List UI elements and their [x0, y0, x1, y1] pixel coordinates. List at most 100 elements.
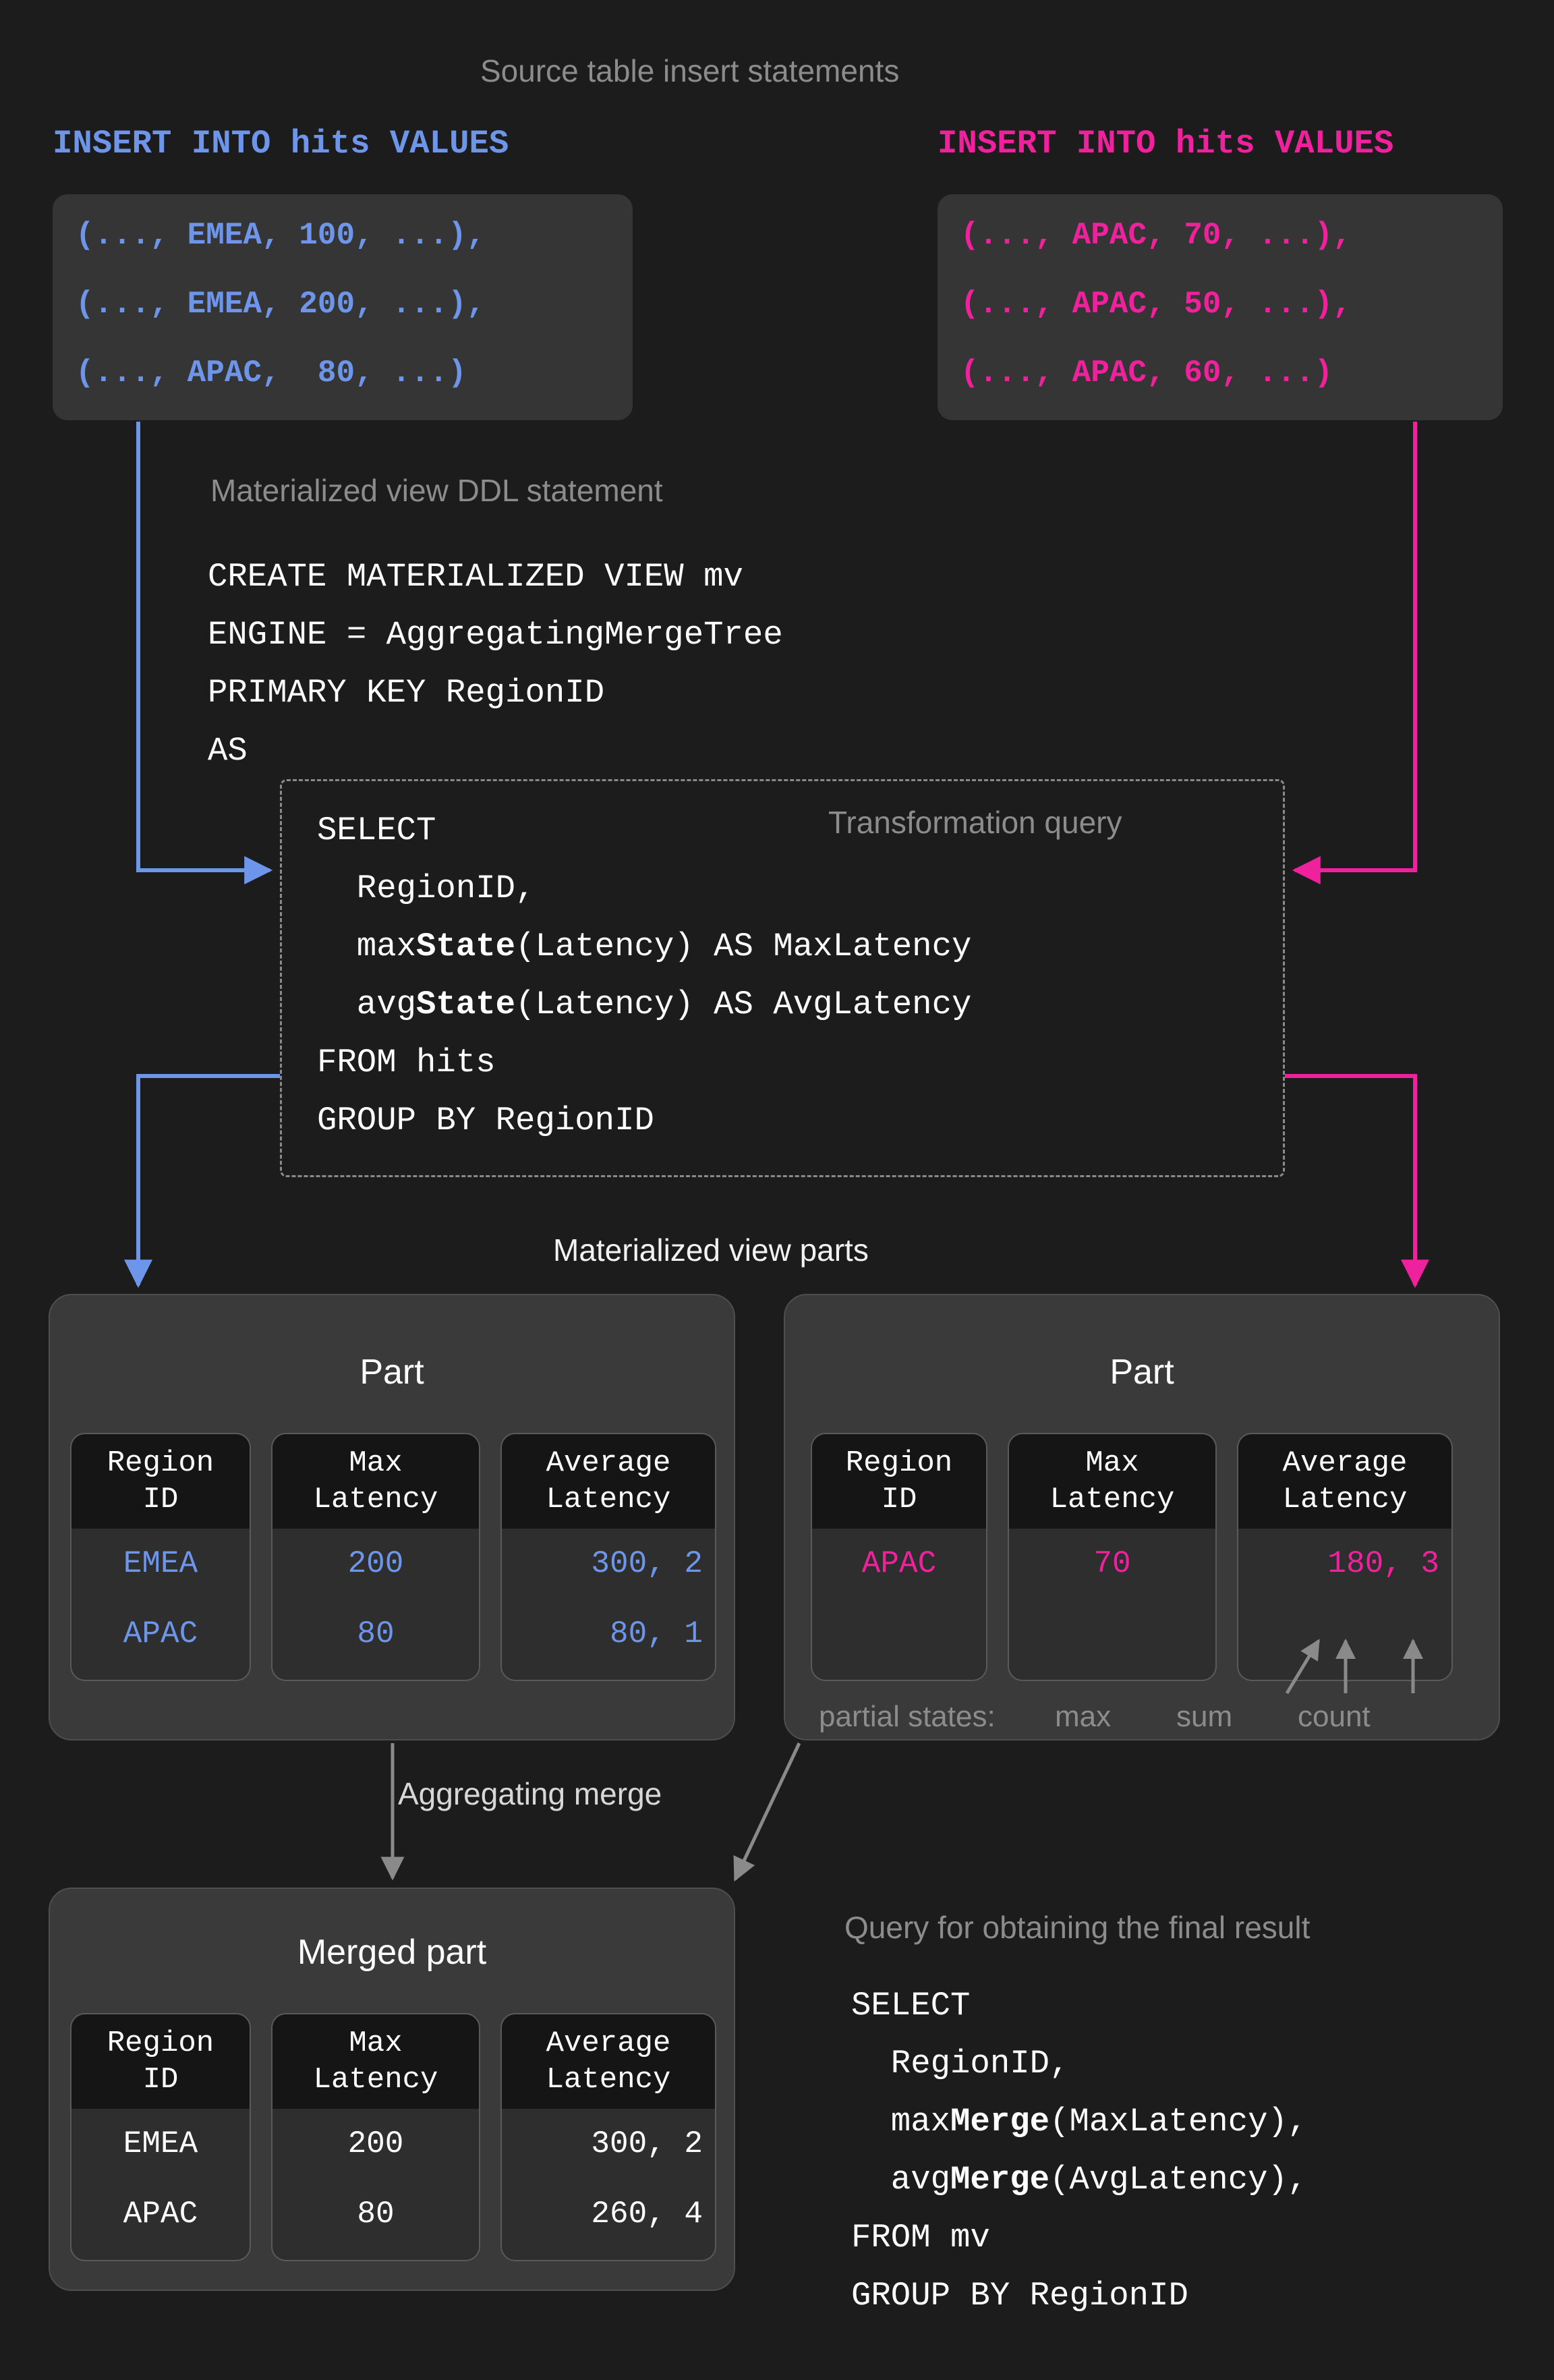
- insert-right-row-1: (..., APAC, 70, ...),: [960, 218, 1352, 253]
- tq-avgstate-prefix: avg: [317, 986, 417, 1023]
- transformation-query-code: SELECT RegionID, maxState(Latency) AS Ma…: [317, 801, 971, 1150]
- fq-maxmerge-suffix: (MaxLatency),: [1049, 2103, 1308, 2141]
- transformation-query-box: [280, 779, 1285, 1177]
- insert-right-statement: INSERT INTO hits VALUES: [938, 125, 1394, 163]
- merged-col-max: Max Latency 200 80: [271, 2013, 480, 2261]
- ddl-line-1: CREATE MATERIALIZED VIEW mv: [208, 558, 743, 596]
- part-right-col-avg-header: Average Latency: [1238, 1434, 1451, 1529]
- merged-col-region: Region ID EMEA APAC: [70, 2013, 251, 2261]
- part-right-col-max-body: 70: [1009, 1529, 1215, 1599]
- part-left-avg-cell-2: 80, 1: [609, 1616, 703, 1651]
- part-left-col-max-header: Max Latency: [272, 1434, 479, 1529]
- tq-line-maxstate: maxState(Latency) AS MaxLatency: [317, 917, 972, 975]
- part-left-col-region: Region ID EMEA APAC: [70, 1433, 251, 1681]
- part-left-col-max-body: 200 80: [272, 1529, 479, 1669]
- arrow-insert-right-to-query: [1292, 422, 1417, 884]
- part-right-col-max: Max Latency 70: [1008, 1433, 1217, 1681]
- tq-maxstate-keyword: State: [416, 928, 516, 965]
- fq-line-avgmerge: avgMerge(AvgLatency),: [851, 2151, 1308, 2209]
- tq-line-regionid: RegionID,: [317, 870, 536, 907]
- merged-part: Merged part Region ID EMEA APAC Max Late…: [49, 1888, 735, 2291]
- part-left-col-avg: Average Latency 300, 2 80, 1: [500, 1433, 716, 1681]
- fq-avgmerge-suffix: (AvgLatency),: [1049, 2161, 1308, 2199]
- arrow-part-right-to-merged: [733, 1742, 801, 1882]
- insert-right-row-2: (..., APAC, 50, ...),: [960, 287, 1352, 322]
- fq-line-groupby: GROUP BY RegionID: [851, 2277, 1188, 2315]
- part-left-col-region-header: Region ID: [71, 1434, 250, 1529]
- mv-parts-heading: Materialized view parts: [553, 1232, 869, 1268]
- partial-states-sum: sum: [1176, 1700, 1233, 1733]
- merged-col-max-header: Max Latency: [272, 2014, 479, 2109]
- merged-col-avg-body: 300, 2 260, 4: [502, 2109, 715, 2249]
- part-right-col-region-header: Region ID: [812, 1434, 986, 1529]
- part-left-col-avg-header: Average Latency: [502, 1434, 715, 1529]
- merged-max-cell-2: 80: [357, 2197, 395, 2232]
- merged-col-region-header: Region ID: [71, 2014, 250, 2109]
- part-left-col-region-body: EMEA APAC: [71, 1529, 250, 1669]
- merged-col-avg-header: Average Latency: [502, 2014, 715, 2109]
- tq-avgstate-keyword: State: [416, 986, 516, 1023]
- part-right-col-region-body: APAC: [812, 1529, 986, 1599]
- part-right-title: Part: [1110, 1353, 1174, 1392]
- part-left-max-cell-1: 200: [347, 1546, 404, 1581]
- partial-states-label: partial states:: [819, 1700, 996, 1733]
- tq-maxstate-suffix: (Latency) AS MaxLatency: [515, 928, 972, 965]
- part-left: Part Region ID EMEA APAC Max Latency 200…: [49, 1294, 735, 1740]
- source-inserts-heading: Source table insert statements: [480, 53, 900, 88]
- fq-line-from: FROM mv: [851, 2219, 990, 2257]
- arrow-query-to-part-right: [1285, 1074, 1429, 1288]
- mv-ddl-code: CREATE MATERIALIZED VIEW mv ENGINE = Agg…: [208, 548, 783, 780]
- merged-avg-cell-1: 300, 2: [591, 2126, 703, 2161]
- merged-col-avg: Average Latency 300, 2 260, 4: [500, 2013, 716, 2261]
- insert-left-row-3: (..., APAC, 80, ...): [76, 356, 467, 391]
- insert-left-statement: INSERT INTO hits VALUES: [53, 125, 509, 163]
- ddl-line-2: ENGINE = AggregatingMergeTree: [208, 616, 783, 654]
- part-left-max-cell-2: 80: [357, 1616, 395, 1651]
- ddl-line-4: AS: [208, 732, 248, 770]
- fq-avgmerge-prefix: avg: [851, 2161, 951, 2199]
- final-query-code: SELECT RegionID, maxMerge(MaxLatency), a…: [851, 1977, 1307, 2325]
- part-right-avg-cell-1: 180, 3: [1327, 1546, 1439, 1581]
- fq-line-maxmerge: maxMerge(MaxLatency),: [851, 2093, 1308, 2151]
- partial-states-count: count: [1298, 1700, 1371, 1733]
- partial-states-max: max: [1055, 1700, 1112, 1733]
- tq-line-from: FROM hits: [317, 1044, 496, 1081]
- part-right-region-cell-1: APAC: [861, 1546, 937, 1581]
- part-right: Part Region ID APAC Max Latency 70 Avera…: [784, 1294, 1500, 1740]
- fq-maxmerge-keyword: Merge: [950, 2103, 1050, 2141]
- merged-avg-cell-2: 260, 4: [591, 2197, 703, 2232]
- merged-col-max-body: 200 80: [272, 2109, 479, 2249]
- insert-left-values-box: (..., EMEA, 100, ...), (..., EMEA, 200, …: [53, 194, 633, 420]
- insert-right-values-box: (..., APAC, 70, ...), (..., APAC, 50, ..…: [938, 194, 1503, 420]
- tq-line-groupby: GROUP BY RegionID: [317, 1102, 654, 1139]
- ddl-line-3: PRIMARY KEY RegionID: [208, 674, 605, 712]
- final-query-heading: Query for obtaining the final result: [844, 1910, 1311, 1945]
- part-right-col-avg: Average Latency 180, 3: [1237, 1433, 1453, 1681]
- aggregating-merge-label: Aggregating merge: [398, 1776, 662, 1811]
- arrow-query-to-part-left: [124, 1074, 280, 1288]
- part-left-title: Part: [359, 1353, 424, 1392]
- mv-ddl-heading: Materialized view DDL statement: [210, 473, 663, 508]
- fq-line-regionid: RegionID,: [851, 2045, 1070, 2082]
- part-left-region-cell-2: APAC: [123, 1616, 198, 1651]
- insert-right-row-3: (..., APAC, 60, ...): [960, 356, 1333, 391]
- fq-avgmerge-keyword: Merge: [950, 2161, 1050, 2199]
- part-right-col-max-header: Max Latency: [1009, 1434, 1215, 1529]
- insert-left-row-1: (..., EMEA, 100, ...),: [76, 218, 486, 253]
- tq-maxstate-prefix: max: [317, 928, 417, 965]
- part-left-col-avg-body: 300, 2 80, 1: [502, 1529, 715, 1669]
- insert-left-row-2: (..., EMEA, 200, ...),: [76, 287, 486, 322]
- fq-line-select: SELECT: [851, 1987, 971, 2024]
- merged-max-cell-1: 200: [347, 2126, 404, 2161]
- tq-line-select: SELECT: [317, 812, 436, 849]
- fq-maxmerge-prefix: max: [851, 2103, 951, 2141]
- merged-region-cell-2: APAC: [123, 2197, 198, 2232]
- part-left-avg-cell-1: 300, 2: [591, 1546, 703, 1581]
- transformation-query-heading: Transformation query: [828, 805, 1122, 840]
- merged-col-region-body: EMEA APAC: [71, 2109, 250, 2249]
- part-left-region-cell-1: EMEA: [123, 1546, 198, 1581]
- merged-part-title: Merged part: [297, 1933, 487, 1972]
- part-right-max-cell-1: 70: [1093, 1546, 1131, 1581]
- tq-line-avgstate: avgState(Latency) AS AvgLatency: [317, 975, 972, 1033]
